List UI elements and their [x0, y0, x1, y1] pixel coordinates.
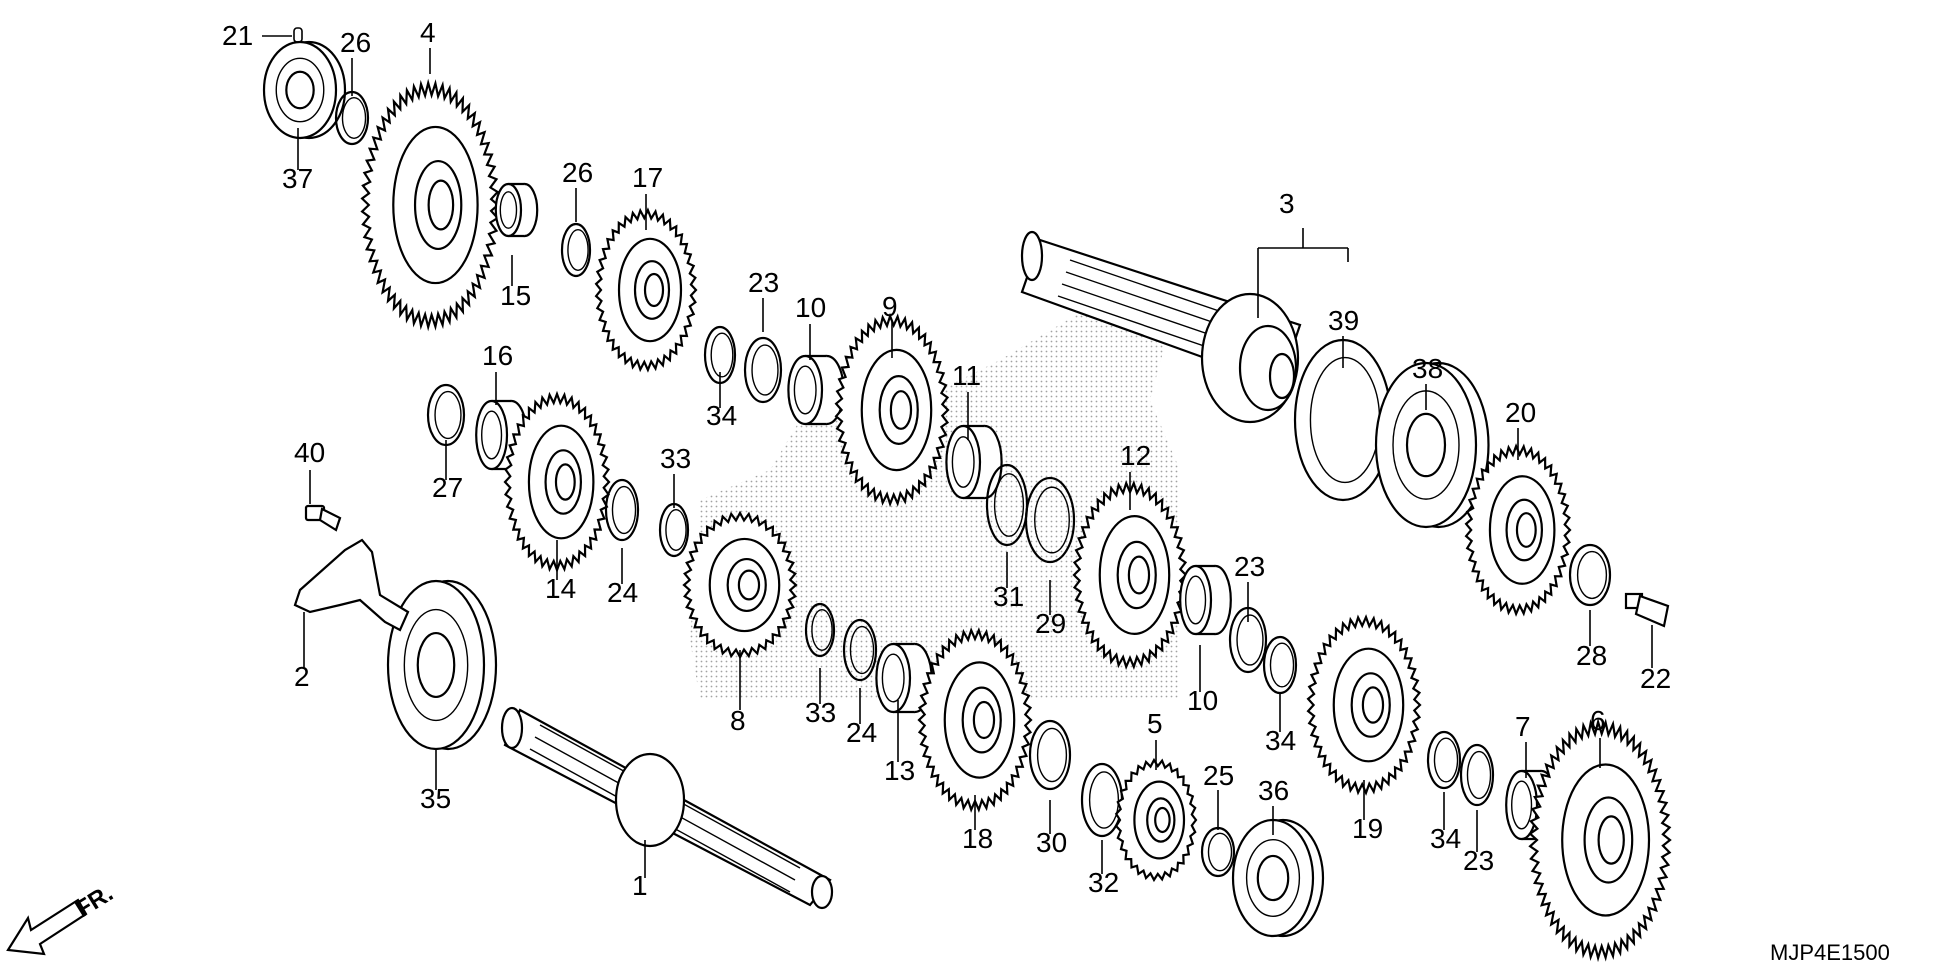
callout-c1: 1: [632, 870, 648, 901]
stipple-shading: [690, 290, 1180, 700]
washer-29: [1024, 476, 1076, 564]
gear-4: [360, 78, 500, 332]
callout-c9: 9: [882, 291, 898, 322]
callout-c38: 38: [1412, 353, 1443, 384]
bushing-11: [945, 424, 1003, 500]
callout-c34c: 34: [1430, 823, 1461, 854]
bearing-36: [1231, 818, 1325, 938]
callout-c28: 28: [1576, 640, 1607, 671]
callout-c10b: 10: [1187, 685, 1218, 716]
front-direction-arrow: FR.: [6, 880, 118, 956]
leader-lines: [262, 27, 1653, 878]
callout-c7: 7: [1515, 711, 1531, 742]
gear-12: [1072, 480, 1188, 670]
gear-14: [503, 390, 611, 574]
callout-c22: 22: [1640, 663, 1671, 694]
callout-c23b: 23: [1234, 551, 1265, 582]
callout-c34a: 34: [706, 400, 737, 431]
callout-c20: 20: [1505, 397, 1536, 428]
callout-c40: 40: [294, 437, 325, 468]
callout-c26a: 26: [340, 27, 371, 58]
callout-c26b: 26: [562, 157, 593, 188]
bearing-37: [262, 40, 347, 140]
washer-30: [1028, 719, 1072, 791]
gear-6: [1528, 717, 1672, 963]
washer-26-top: [334, 90, 370, 146]
circlip-34-bot: [1426, 730, 1462, 790]
washer-27: [426, 383, 466, 447]
callout-c8: 8: [730, 705, 746, 736]
callout-c23a: 23: [748, 267, 779, 298]
callout-c24a: 24: [607, 577, 638, 608]
callout-c11: 11: [952, 360, 981, 391]
circlip-33-right: [804, 602, 836, 658]
callout-c17: 17: [632, 162, 663, 193]
seal-38: [1374, 361, 1490, 529]
callout-c34b: 34: [1265, 725, 1296, 756]
callout-c29: 29: [1035, 608, 1066, 639]
callout-c32: 32: [1088, 867, 1119, 898]
sprocket-20: [1464, 443, 1572, 617]
washer-23-bot: [1459, 743, 1495, 807]
washer-24-left: [604, 478, 640, 542]
bearing-13: [875, 642, 933, 714]
callout-c13: 13: [884, 755, 915, 786]
callout-c24b: 24: [846, 717, 877, 748]
callout-c3: 3: [1279, 188, 1295, 219]
bolt-22: [1624, 592, 1670, 628]
callout-c12: 12: [1120, 440, 1151, 471]
washer-26-mid: [560, 222, 592, 278]
washer-23-top: [743, 336, 783, 404]
callout-c23c: 23: [1463, 845, 1494, 876]
bushing-10-top: [787, 354, 845, 426]
mainshaft: [500, 706, 834, 910]
callout-c2: 2: [294, 661, 310, 692]
bearing-35: [386, 579, 498, 751]
countershaft: [1020, 230, 1302, 424]
callout-c25: 25: [1203, 760, 1234, 791]
circlip-33-left: [658, 502, 690, 558]
gear-9: [834, 312, 950, 508]
washer-25: [1200, 826, 1236, 878]
bolt-40: [304, 504, 342, 532]
callout-c31: 31: [993, 581, 1024, 612]
gear-18: [917, 627, 1033, 813]
washer-24-right: [842, 618, 878, 682]
callout-c30: 30: [1036, 827, 1067, 858]
callout-c4: 4: [420, 17, 436, 48]
callout-c19: 19: [1352, 813, 1383, 844]
gear-19: [1306, 614, 1422, 796]
bushing-15: [494, 182, 539, 238]
callout-c5: 5: [1147, 708, 1163, 739]
callout-c33b: 33: [805, 697, 836, 728]
callout-c27: 27: [432, 472, 463, 503]
callout-c6: 6: [1590, 705, 1606, 736]
callout-c15: 15: [500, 280, 531, 311]
callout-c39: 39: [1328, 305, 1359, 336]
callout-c18: 18: [962, 823, 993, 854]
callout-c14: 14: [545, 573, 576, 604]
diagram-code: MJP4E1500: [1770, 940, 1890, 965]
callout-c35: 35: [420, 783, 451, 814]
gear-5: [1114, 757, 1198, 883]
washer-28: [1568, 543, 1612, 607]
bracket: [293, 538, 410, 632]
circlip-34-mid: [1262, 635, 1298, 695]
callout-c16: 16: [482, 340, 513, 371]
gear-17: [594, 207, 698, 373]
gear-8: [682, 510, 798, 660]
callout-c10a: 10: [795, 292, 826, 323]
callout-c37: 37: [282, 163, 313, 194]
callout-c21: 21: [222, 20, 253, 51]
callout-c36: 36: [1258, 775, 1289, 806]
bushing-10-bot: [1179, 564, 1232, 636]
callout-c33a: 33: [660, 443, 691, 474]
